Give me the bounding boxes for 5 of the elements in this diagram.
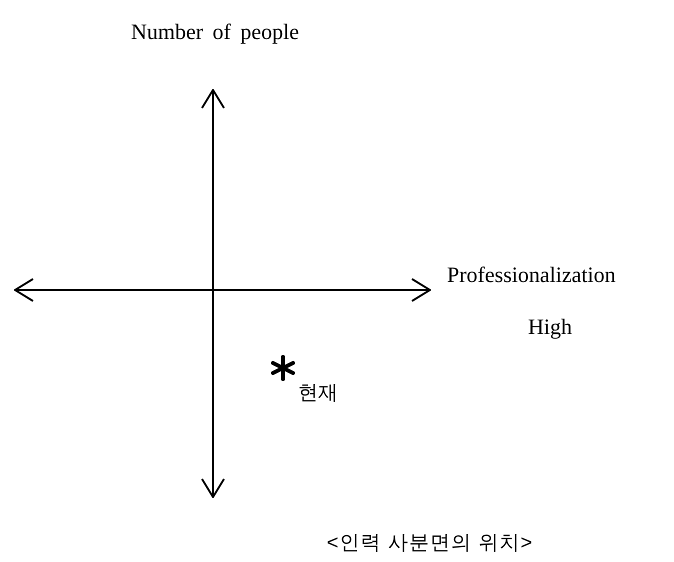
- caption: <인력 사분면의 위치>: [326, 531, 534, 556]
- axis-label: Number of people: [130, 18, 300, 46]
- axis-label: High: [528, 314, 572, 340]
- point-label: 현재: [298, 381, 338, 406]
- axis-label: Professionalization: [447, 262, 616, 288]
